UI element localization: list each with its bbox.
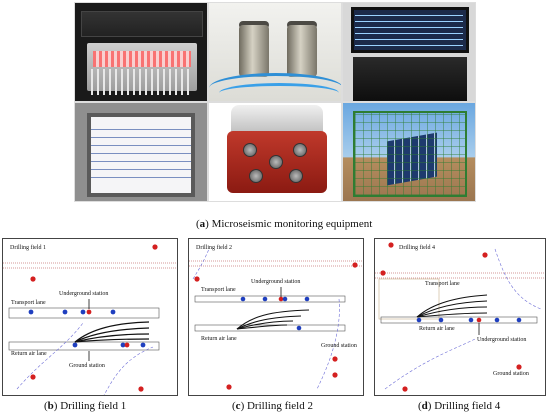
underground-station-label: Underground station	[477, 337, 527, 343]
map-drilling-field-4: Drilling field 4 Transport lane Return a…	[374, 238, 546, 396]
underground-station-label: Underground station	[251, 279, 301, 285]
acquisition-rack-photo	[74, 2, 208, 102]
transport-lane-label: Transport lane	[201, 287, 236, 293]
map-drilling-field-2: Drilling field 2 Transport lane Undergro…	[188, 238, 364, 396]
recorder-unit-photo	[208, 102, 342, 202]
caption-c: (c) Drilling field 2	[232, 400, 313, 412]
map-drawing	[189, 248, 363, 390]
return-air-lane-label: Return air lane	[201, 336, 237, 342]
ground-station-label: Ground station	[69, 363, 105, 369]
return-air-lane-label: Return air lane	[419, 326, 455, 332]
solar-ground-station-photo	[342, 102, 476, 202]
ground-station-label: Ground station	[493, 371, 529, 377]
underground-station-label: Underground station	[59, 291, 109, 297]
caption-d: (d) Drilling field 4	[418, 400, 501, 412]
caption-a: (a) Microseismic monitoring equipment	[196, 218, 373, 230]
map-drawing	[3, 244, 177, 395]
equipment-photo-grid	[74, 2, 476, 202]
field-label: Drilling field 4	[399, 245, 435, 251]
map-drilling-field-1: Drilling field 1 Transport lane Undergro…	[2, 238, 178, 396]
caption-b: (b) Drilling field 1	[44, 400, 127, 412]
transport-lane-label: Transport lane	[11, 300, 46, 306]
waveform-display-photo	[74, 102, 208, 202]
field-label: Drilling field 2	[196, 245, 232, 251]
monitoring-computer-photo	[342, 2, 476, 102]
transport-lane-label: Transport lane	[425, 281, 460, 287]
ground-station-label: Ground station	[321, 343, 357, 349]
return-air-lane-label: Return air lane	[11, 351, 47, 357]
field-label: Drilling field 1	[10, 245, 46, 251]
map-drawing	[375, 242, 545, 392]
geophone-sensors-photo	[208, 2, 342, 102]
